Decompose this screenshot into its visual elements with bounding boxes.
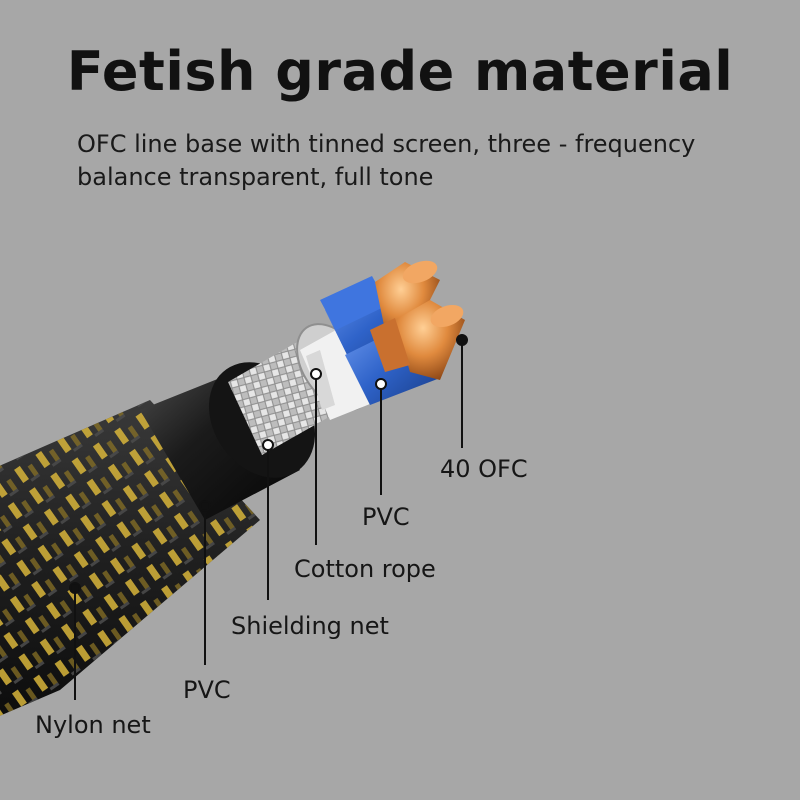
leader-dot-outer-pvc <box>199 500 211 512</box>
subtitle: OFC line base with tinned screen, three … <box>77 128 757 194</box>
leader-dot-shielding-net <box>262 439 274 451</box>
callout-leaders <box>69 334 468 700</box>
cotton-rope-filler <box>300 325 380 420</box>
leader-dot-cotton-rope <box>310 368 322 380</box>
leader-dot-nylon-net <box>69 582 81 594</box>
label-nylon-net: Nylon net <box>35 711 151 739</box>
leader-dot-40-ofc <box>456 334 468 346</box>
leader-dot-inner-pvc <box>375 378 387 390</box>
subtitle-line-2: balance transparent, full tone <box>77 163 434 191</box>
label-cotton-rope: Cotton rope <box>294 555 436 583</box>
page-title: Fetish grade material <box>66 40 734 103</box>
label-40-ofc: 40 OFC <box>440 455 528 483</box>
copper-conductors <box>370 260 465 380</box>
label-inner-pvc: PVC <box>362 503 410 531</box>
label-shielding-net: Shielding net <box>231 612 389 640</box>
subtitle-line-1: OFC line base with tinned screen, three … <box>77 130 696 158</box>
label-outer-pvc: PVC <box>183 676 231 704</box>
